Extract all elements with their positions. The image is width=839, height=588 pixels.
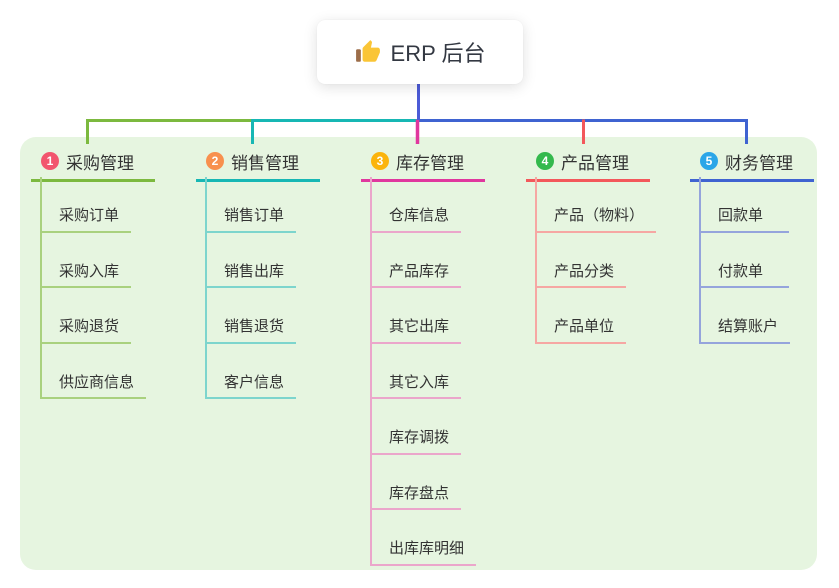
child-node[interactable]: 采购退货 bbox=[42, 288, 132, 344]
branch-title-label: 库存管理 bbox=[396, 153, 464, 173]
child-node[interactable]: 采购订单 bbox=[42, 177, 132, 233]
mindmap-background-panel bbox=[20, 137, 817, 570]
child-node-label: 其它入库 bbox=[389, 373, 450, 391]
child-node[interactable]: 产品单位 bbox=[537, 288, 627, 344]
child-node-label: 采购订单 bbox=[59, 207, 120, 224]
thumbs-up-hand bbox=[362, 40, 380, 62]
child-node-label: 采购入库 bbox=[59, 262, 120, 280]
child-node-label: 出库库明细 bbox=[389, 540, 465, 557]
branch-title-sales[interactable]: 2 销售管理 bbox=[196, 148, 320, 182]
root-node-erp-backend[interactable]: ERP 后台 bbox=[317, 20, 523, 84]
child-node[interactable]: 产品分类 bbox=[537, 233, 627, 288]
branch-title-label: 财务管理 bbox=[725, 153, 793, 173]
thumbs-up-cuff bbox=[355, 49, 361, 62]
child-node-label: 供应商信息 bbox=[59, 373, 135, 391]
branch-title-finance[interactable]: 5 财务管理 bbox=[690, 148, 814, 182]
branch-title-label: 产品管理 bbox=[561, 153, 629, 173]
child-node-label: 产品分类 bbox=[554, 262, 615, 280]
branch-inventory: 3 库存管理 仓库信息产品库存其它出库其它入库库存调拨库存盘点出库库明细 bbox=[361, 148, 521, 566]
child-node[interactable]: 回款单 bbox=[701, 177, 789, 233]
child-node-label: 产品库存 bbox=[389, 262, 450, 280]
child-node[interactable]: 销售订单 bbox=[207, 177, 297, 233]
child-node-label: 回款单 bbox=[718, 207, 764, 224]
child-node-label: 销售退货 bbox=[224, 318, 285, 335]
root-node-label: ERP 后台 bbox=[390, 41, 486, 66]
branch-purchase: 1 采购管理 采购订单采购入库采购退货供应商信息 bbox=[31, 148, 191, 399]
child-node[interactable]: 库存盘点 bbox=[372, 455, 462, 510]
child-node[interactable]: 其它出库 bbox=[372, 288, 462, 344]
branch-children-purchase: 采购订单采购入库采购退货供应商信息 bbox=[40, 177, 147, 399]
branch-children-inventory: 仓库信息产品库存其它出库其它入库库存调拨库存盘点出库库明细 bbox=[370, 177, 477, 566]
branch-title-label: 采购管理 bbox=[66, 153, 134, 173]
child-node[interactable]: 其它入库 bbox=[372, 344, 462, 399]
thumbs-up-icon bbox=[355, 40, 380, 62]
branch-finance: 5 财务管理 回款单付款单结算账户 bbox=[690, 148, 839, 344]
child-node[interactable]: 客户信息 bbox=[207, 344, 297, 399]
child-node-label: 库存盘点 bbox=[389, 484, 450, 502]
child-node-label: 付款单 bbox=[718, 262, 764, 280]
child-node-label: 销售订单 bbox=[224, 207, 285, 224]
branch-number-badge: 2 bbox=[206, 152, 224, 170]
child-node-label: 产品单位 bbox=[554, 318, 615, 335]
child-node-label: 销售出库 bbox=[224, 262, 285, 280]
branch-title-product[interactable]: 4 产品管理 bbox=[526, 148, 650, 182]
child-node-label: 仓库信息 bbox=[389, 207, 450, 224]
child-node[interactable]: 销售出库 bbox=[207, 233, 297, 288]
branch-title-inventory[interactable]: 3 库存管理 bbox=[361, 148, 485, 182]
child-node[interactable]: 库存调拨 bbox=[372, 399, 462, 455]
child-node-label: 产品（物料） bbox=[554, 207, 645, 224]
child-node-label: 采购退货 bbox=[59, 318, 120, 335]
branch-title-purchase[interactable]: 1 采购管理 bbox=[31, 148, 155, 182]
child-node[interactable]: 产品（物料） bbox=[537, 177, 657, 233]
branch-children-finance: 回款单付款单结算账户 bbox=[699, 177, 791, 344]
branch-number-badge: 5 bbox=[700, 152, 718, 170]
branch-number-badge: 1 bbox=[41, 152, 59, 170]
child-node[interactable]: 仓库信息 bbox=[372, 177, 462, 233]
branch-number-badge: 4 bbox=[536, 152, 554, 170]
child-node[interactable]: 付款单 bbox=[701, 233, 789, 288]
child-node[interactable]: 产品库存 bbox=[372, 233, 462, 288]
child-node-label: 其它出库 bbox=[389, 318, 450, 335]
child-node[interactable]: 销售退货 bbox=[207, 288, 297, 344]
branch-children-product: 产品（物料） 产品分类产品单位 bbox=[535, 177, 657, 344]
child-node[interactable]: 出库库明细 bbox=[372, 510, 477, 566]
child-node-label: 结算账户 bbox=[718, 318, 779, 335]
child-node[interactable]: 供应商信息 bbox=[42, 344, 147, 399]
branch-product: 4 产品管理 产品（物料） 产品分类产品单位 bbox=[526, 148, 686, 344]
child-node[interactable]: 采购入库 bbox=[42, 233, 132, 288]
child-node-label: 库存调拨 bbox=[389, 429, 450, 446]
branch-children-sales: 销售订单销售出库销售退货客户信息 bbox=[205, 177, 297, 399]
child-node[interactable]: 结算账户 bbox=[701, 288, 791, 344]
branch-sales: 2 销售管理 销售订单销售出库销售退货客户信息 bbox=[196, 148, 356, 399]
branch-number-badge: 3 bbox=[371, 152, 389, 170]
branch-title-label: 销售管理 bbox=[231, 153, 299, 173]
child-node-label: 客户信息 bbox=[224, 373, 285, 391]
